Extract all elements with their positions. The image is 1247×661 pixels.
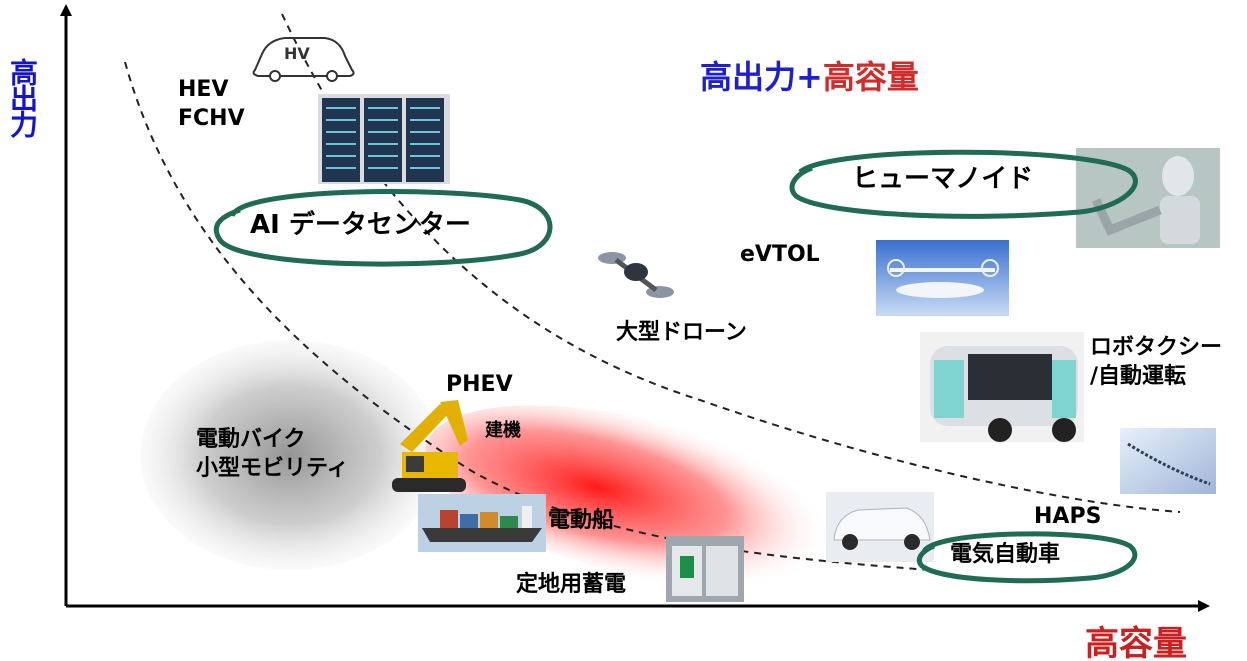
stationary-storage-label: 定地用蓄電 <box>516 572 627 597</box>
robotaxi-label: ロボタクシー /自動運転 <box>1090 334 1222 391</box>
ebike-label-line1: 電動バイク <box>196 427 306 452</box>
y-axis-label: 高出力 <box>6 58 39 136</box>
robotaxi-image <box>920 332 1084 442</box>
axes <box>64 14 1200 608</box>
datacenter-image <box>318 94 450 184</box>
headline-part2: 高容量 <box>822 58 919 96</box>
ebike-label-line2: 小型モビリティ <box>196 455 349 481</box>
excavator-image <box>392 400 468 492</box>
ship-image <box>418 494 546 552</box>
ai-datacenter-highlight-ellipse <box>213 189 553 267</box>
humanoid-label: ヒューマノイド <box>852 164 1034 194</box>
storage-image <box>666 536 744 602</box>
headline-plus: + <box>796 58 823 96</box>
headline: 高出力+高容量 <box>700 52 919 98</box>
evtol-image <box>876 240 1009 316</box>
x-arrow-icon <box>1198 600 1210 612</box>
construction-label: 建機 <box>485 420 521 441</box>
headline-part1: 高出力 <box>700 58 797 96</box>
drone-image <box>598 252 674 298</box>
robotaxi-label-line2: /自動運転 <box>1090 363 1187 389</box>
humanoid-highlight-ellipse <box>789 149 1138 219</box>
ev-car-image <box>826 492 934 562</box>
ev-label: 電気自動車 <box>950 542 1061 567</box>
inner-boundary-curve <box>124 61 931 571</box>
large-drone-label: 大型ドローン <box>616 320 747 345</box>
hev-label: HEV <box>178 77 229 102</box>
fchv-label: FCHV <box>178 105 245 131</box>
hv-badge-label: HV <box>284 44 310 63</box>
y-arrow-icon <box>60 4 72 16</box>
haps-label: HAPS <box>1034 504 1102 529</box>
red-zone <box>425 405 855 591</box>
evtol-label: eVTOL <box>740 242 820 267</box>
ai-datacenter-label: AI データセンター <box>250 210 471 240</box>
haps-image <box>1120 428 1216 494</box>
x-axis-label: 高容量 <box>1085 624 1187 661</box>
robotaxi-label-line1: ロボタクシー <box>1090 335 1223 360</box>
electric-ship-label: 電動船 <box>548 508 615 533</box>
hev-fchv-label: HEV FCHV <box>178 76 245 133</box>
ebike-label: 電動バイク 小型モビリティ <box>196 426 349 483</box>
ev-highlight-ellipse <box>916 531 1138 584</box>
hv-car-icon <box>252 37 355 82</box>
phev-label: PHEV <box>446 372 513 397</box>
humanoid-image <box>1076 148 1220 248</box>
